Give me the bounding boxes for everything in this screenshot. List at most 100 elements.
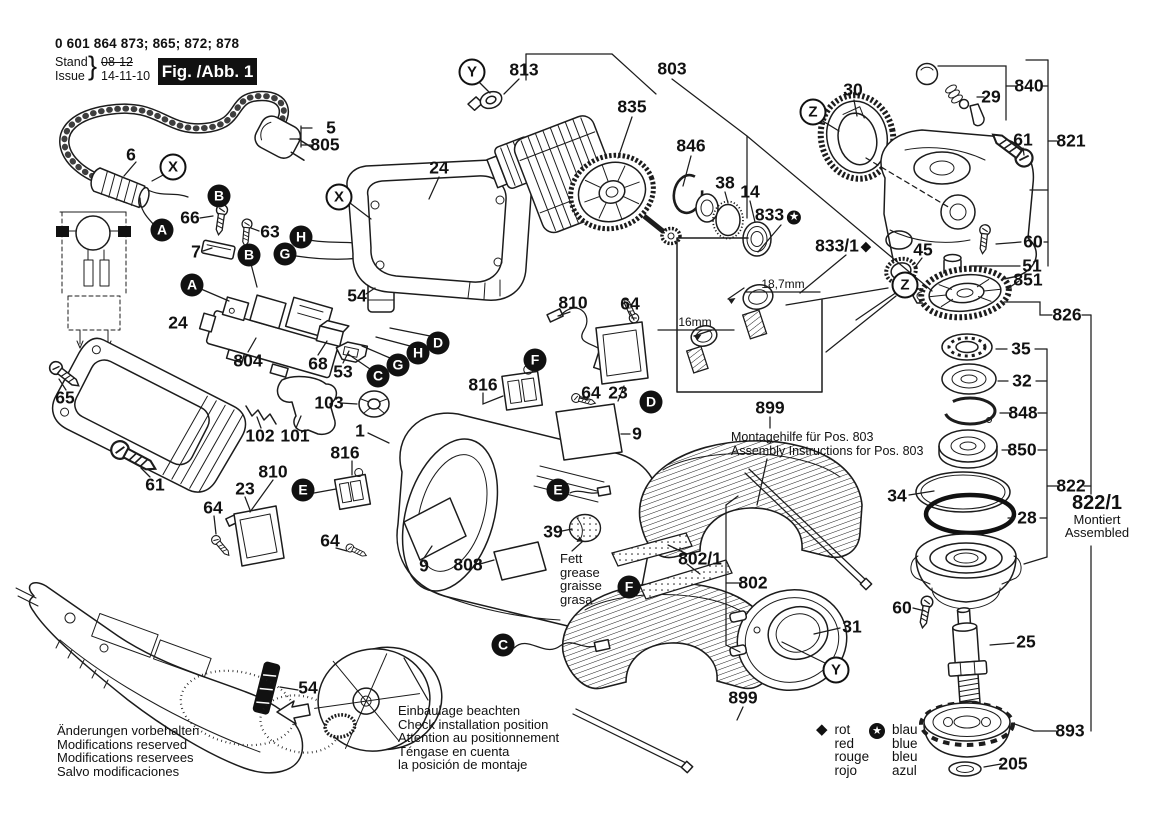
motor-housing-art	[396, 403, 658, 630]
part-label-64: 64	[620, 293, 640, 314]
measure-label: 18,7mm	[761, 277, 805, 291]
bearing-stack-art	[910, 333, 1022, 777]
stand-issue-values: 08-12 14-11-10	[101, 55, 150, 83]
part-label-28: 28	[1017, 507, 1037, 528]
part-label-821: 821	[1056, 130, 1086, 151]
part-label-808: 808	[453, 554, 483, 575]
part-label-64: 64	[320, 530, 340, 551]
part-label-61: 61	[145, 474, 165, 495]
part-label-813: 813	[509, 59, 539, 80]
stand-value-struck: 08-12	[101, 55, 133, 69]
part-label-833: 833★	[755, 205, 802, 226]
part-label-103: 103	[314, 392, 344, 413]
note-line: Änderungen vorbehalten	[57, 723, 200, 738]
part-label-822: 822	[1056, 475, 1086, 496]
stand-label: Stand	[55, 55, 88, 69]
star-symbol: ★	[787, 210, 802, 225]
part-label-65: 65	[55, 387, 75, 408]
part-label-848: 848	[1008, 402, 1038, 423]
armature-art	[467, 90, 772, 257]
note-line: Einbaulage beachten	[398, 703, 521, 718]
ref-marker-A: A	[180, 273, 204, 297]
part-label-816: 816	[468, 374, 498, 395]
part-label-810: 810	[558, 292, 588, 313]
bearing-flange-art	[729, 588, 848, 692]
part-label-53: 53	[333, 361, 353, 382]
part-label-35: 35	[1011, 338, 1031, 359]
note-line: Check installation position	[398, 716, 549, 732]
note-line: la posición de montaje	[398, 757, 528, 772]
switch-module-art	[198, 203, 369, 379]
ref-marker-H: H	[289, 225, 313, 249]
figure-label: Fig. /Abb. 1	[158, 58, 257, 85]
part-label-54: 54	[298, 677, 318, 698]
part-label-899: 899	[728, 687, 758, 708]
part-label-51: 51	[1022, 255, 1042, 276]
part-label-826: 826	[1052, 304, 1082, 325]
part-label-899: 899	[755, 397, 785, 418]
part-label-7: 7	[191, 241, 201, 262]
ref-marker-G: G	[273, 242, 297, 266]
part-label-850: 850	[1007, 439, 1037, 460]
part-label-60: 60	[1023, 231, 1043, 252]
ref-marker-B: B	[237, 243, 261, 267]
part-label-45: 45	[913, 239, 933, 260]
part-label-68: 68	[308, 353, 328, 374]
document-number: 0 601 864 873; 865; 872; 878	[55, 36, 240, 51]
brace-glyph: }	[88, 51, 98, 81]
note-line: grasa	[560, 591, 593, 607]
part-label-24: 24	[168, 312, 188, 333]
stand-issue-labels: Stand Issue	[55, 55, 88, 83]
ref-marker-G: G	[386, 353, 410, 377]
ref-marker-Z: Z	[891, 271, 919, 299]
part-label-851: 851	[1013, 269, 1043, 290]
part-label-32: 32	[1012, 370, 1032, 391]
part-label-38: 38	[715, 172, 735, 193]
nameplate-art	[403, 497, 467, 561]
note-line: Fett	[560, 551, 583, 566]
part-label-25: 25	[1016, 631, 1036, 652]
part-label-101: 101	[280, 425, 310, 446]
part-label-102: 102	[245, 425, 275, 446]
part-label-9: 9	[632, 423, 642, 444]
part-label-6: 6	[126, 144, 136, 165]
gear-30-art	[817, 92, 897, 182]
part-label-30: 30	[843, 79, 863, 100]
assembled-note-title: 822/1	[1071, 492, 1123, 514]
ref-marker-C: C	[366, 364, 390, 388]
part-label-802-1: 802/1	[678, 548, 722, 569]
part-label-840: 840	[1014, 75, 1044, 96]
ref-marker-X: X	[159, 153, 187, 181]
ref-marker-Y: Y	[822, 656, 850, 684]
assembled-machine-inset-art	[15, 582, 443, 774]
part-label-802: 802	[738, 572, 768, 593]
strain-relief-art	[90, 167, 150, 209]
issue-value: 14-11-10	[101, 69, 151, 83]
circle-star-icon: ★	[869, 723, 885, 739]
part-label-63: 63	[260, 221, 280, 242]
note-line: Assembled	[1064, 525, 1130, 540]
part-label-846: 846	[676, 135, 706, 156]
note-line: Montagehilfe für Pos. 803	[731, 430, 874, 444]
field-stator-art	[561, 440, 863, 690]
ref-marker-H: H	[406, 341, 430, 365]
power-cord-art	[59, 90, 312, 226]
part-label-816: 816	[330, 442, 360, 463]
ref-marker-F: F	[523, 348, 547, 372]
part-label-5: 5	[326, 117, 336, 138]
part-label-29: 29	[981, 86, 1001, 107]
ref-marker-C: C	[491, 633, 515, 657]
note-line: Salvo modificaciones	[57, 763, 180, 779]
ref-marker-X: X	[325, 183, 353, 211]
part-label-54: 54	[347, 285, 367, 306]
